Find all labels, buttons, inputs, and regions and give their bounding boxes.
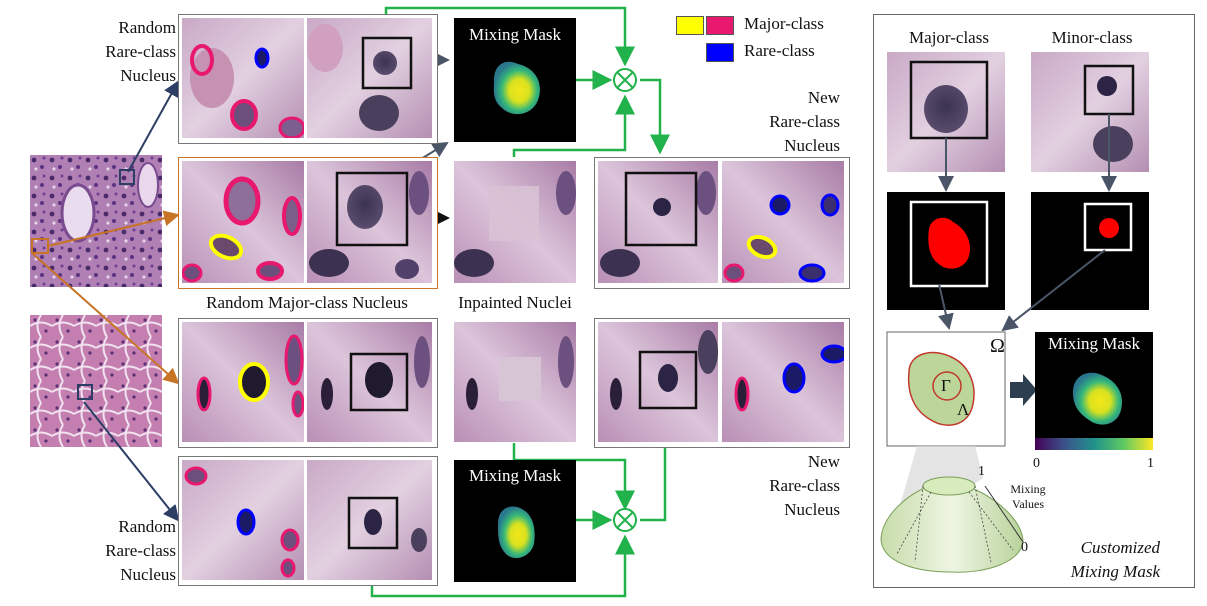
- multiply-operator-top: [613, 68, 637, 92]
- cone-bottom-value: 0: [1021, 540, 1028, 555]
- tile-major-crop-bottom: [307, 322, 432, 442]
- legend-major-label: Major-class: [744, 14, 824, 33]
- legend-rare-label: Rare-class: [744, 41, 815, 60]
- label-random-major: Random Major-class Nucleus: [206, 293, 408, 312]
- customized-mixing-mask-caption: Customized Mixing Mask: [1070, 538, 1160, 581]
- tile-rare-crop-bottom: [307, 460, 432, 580]
- right-major-title: Major-class: [909, 28, 989, 47]
- tile-new-rare-annotated-bottom: [722, 322, 844, 442]
- legend-swatch-blue: [706, 43, 734, 62]
- label-new-rare-bottom: New Rare-class Nucleus: [769, 452, 840, 519]
- lambda-symbol: Λ: [957, 400, 970, 419]
- tile-new-rare-annotated-top: [722, 161, 844, 283]
- omega-symbol: Ω: [990, 335, 1005, 357]
- tile-major-annotated-top: [182, 161, 304, 283]
- tile-rare-annotated-bottom: [182, 460, 304, 580]
- cone-top-value: 1: [978, 464, 985, 479]
- tile-inpainted-bottom: [454, 322, 576, 442]
- label-new-rare-top: New Rare-class Nucleus: [769, 88, 840, 155]
- colorbar-max: 1: [1147, 456, 1154, 471]
- crop-box: [361, 36, 413, 90]
- tile-rare-crop-top: [307, 18, 432, 138]
- legend-swatch-yellow: [676, 16, 704, 35]
- right-minor-title: Minor-class: [1051, 28, 1133, 47]
- label-inpainted: Inpainted Nuclei: [458, 293, 572, 312]
- whole-slide-image-bottom: [30, 315, 162, 447]
- tile-new-rare-bottom: [598, 322, 718, 442]
- mixing-mask-bottom: [454, 460, 576, 582]
- tile-rare-annotated-top: [182, 18, 304, 138]
- mixing-mask-top: [454, 18, 576, 142]
- right-panel-graphics: [880, 52, 1153, 573]
- roi-box-navy-bottom: [77, 384, 93, 400]
- colorbar-min: 0: [1033, 456, 1040, 471]
- tile-major-annotated-bottom: [182, 322, 304, 442]
- tile-inpainted-top: [454, 161, 576, 283]
- tile-major-crop-top: [307, 161, 432, 283]
- mixing-mask-title-top: Mixing Mask: [468, 25, 562, 44]
- multiply-operator-bottom: [613, 508, 637, 532]
- legend-swatch-pink: [706, 16, 734, 35]
- label-random-rare-top: Random Rare-class Nucleus: [105, 18, 176, 85]
- tile-new-rare-top: [598, 161, 718, 283]
- whole-slide-image-top: [30, 155, 162, 287]
- mixing-mask-title-bottom: Mixing Mask: [468, 466, 562, 485]
- roi-box-navy: [119, 169, 135, 185]
- right-mixing-mask-title: Mixing Mask: [1047, 334, 1141, 353]
- mixing-values-label: Mixing Values: [1010, 482, 1046, 511]
- label-random-rare-bottom: Random Rare-class Nucleus: [105, 517, 176, 584]
- gamma-symbol: Γ: [941, 376, 951, 395]
